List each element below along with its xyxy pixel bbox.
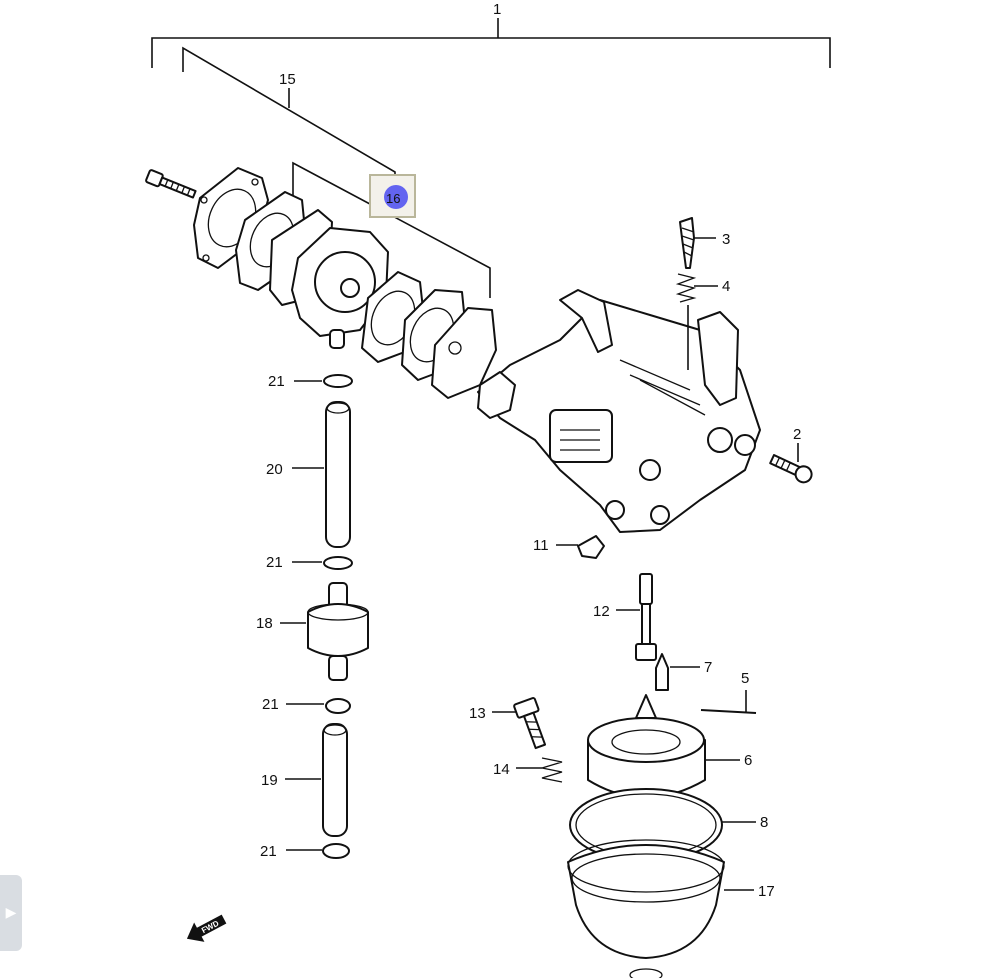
callout-16[interactable]: 16 bbox=[386, 191, 400, 206]
part-2: 2 bbox=[769, 426, 813, 484]
callout-21-top[interactable]: 21 bbox=[268, 373, 285, 390]
callout-6[interactable]: 6 bbox=[744, 752, 752, 769]
part-5: 5 bbox=[700, 670, 757, 714]
part-11: 11 bbox=[533, 535, 605, 559]
hotspot-16[interactable]: 16 bbox=[369, 174, 416, 218]
callout-4[interactable]: 4 bbox=[722, 278, 730, 295]
callout-20[interactable]: 20 bbox=[266, 461, 283, 478]
callout-19[interactable]: 19 bbox=[261, 772, 278, 789]
side-panel-toggle[interactable]: ▶ bbox=[0, 875, 22, 951]
fuel-line-column: 21 20 21 18 21 19 21 bbox=[256, 373, 369, 860]
callout-1[interactable]: 1 bbox=[493, 1, 501, 18]
chevron-right-icon: ▶ bbox=[5, 905, 17, 921]
callout-21-bottom[interactable]: 21 bbox=[260, 843, 277, 860]
callout-21-third[interactable]: 21 bbox=[262, 696, 279, 713]
callout-7[interactable]: 7 bbox=[704, 659, 712, 676]
bracket-1: 1 bbox=[151, 1, 831, 68]
callout-17[interactable]: 17 bbox=[758, 883, 775, 900]
callout-2[interactable]: 2 bbox=[793, 426, 801, 443]
callout-21-second[interactable]: 21 bbox=[266, 554, 283, 571]
callout-3[interactable]: 3 bbox=[722, 231, 730, 248]
callout-13[interactable]: 13 bbox=[469, 705, 486, 722]
callout-15[interactable]: 15 bbox=[279, 71, 296, 88]
part-3-4: 3 4 bbox=[675, 217, 730, 370]
callout-5[interactable]: 5 bbox=[741, 670, 749, 687]
part-13-14: 13 14 bbox=[469, 697, 563, 783]
callout-8[interactable]: 8 bbox=[760, 814, 768, 831]
callout-14[interactable]: 14 bbox=[493, 761, 510, 778]
forward-direction-arrow: FWD bbox=[186, 914, 227, 942]
part-17-bowl: 17 bbox=[567, 839, 775, 978]
callout-12[interactable]: 12 bbox=[593, 603, 610, 620]
callout-18[interactable]: 18 bbox=[256, 615, 273, 632]
part-6-float: 6 bbox=[587, 694, 752, 799]
callout-11[interactable]: 11 bbox=[533, 537, 549, 554]
fuel-pump-parts bbox=[145, 167, 497, 399]
part-12-7: 12 7 bbox=[593, 573, 712, 691]
carburetor-body bbox=[477, 289, 761, 533]
